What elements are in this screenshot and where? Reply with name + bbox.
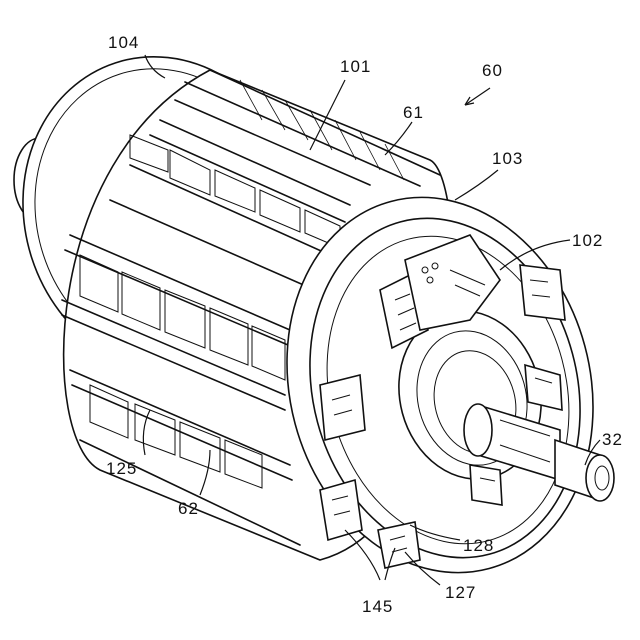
label-62: 62: [178, 499, 199, 518]
label-32: 32: [602, 430, 623, 449]
label-103: 103: [492, 149, 523, 168]
label-61: 61: [403, 103, 424, 122]
label-125: 125: [106, 459, 137, 478]
label-145: 145: [362, 597, 393, 616]
label-102: 102: [572, 231, 603, 250]
label-101: 101: [340, 57, 371, 76]
label-104: 104: [108, 33, 139, 52]
label-127: 127: [445, 583, 476, 602]
label-60: 60: [482, 61, 503, 80]
label-128: 128: [463, 536, 494, 555]
